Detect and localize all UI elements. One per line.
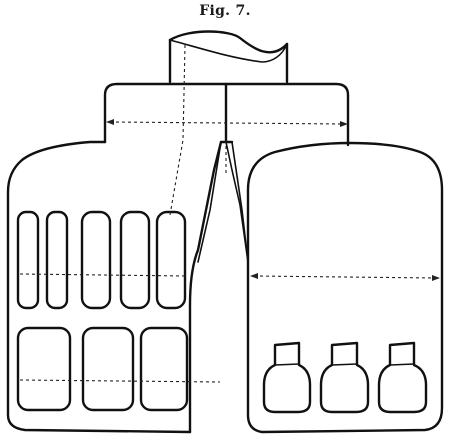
right-vessel (246, 141, 444, 434)
left-tall-slots (16, 210, 187, 310)
left-lower-compartments (16, 326, 189, 412)
shoulder-body (6, 82, 350, 434)
dashed-guides (19, 44, 440, 383)
top-neck (168, 30, 289, 84)
central-split (197, 82, 249, 263)
right-bottles (262, 341, 428, 414)
figure-caption: Fig. 7. (199, 3, 251, 19)
